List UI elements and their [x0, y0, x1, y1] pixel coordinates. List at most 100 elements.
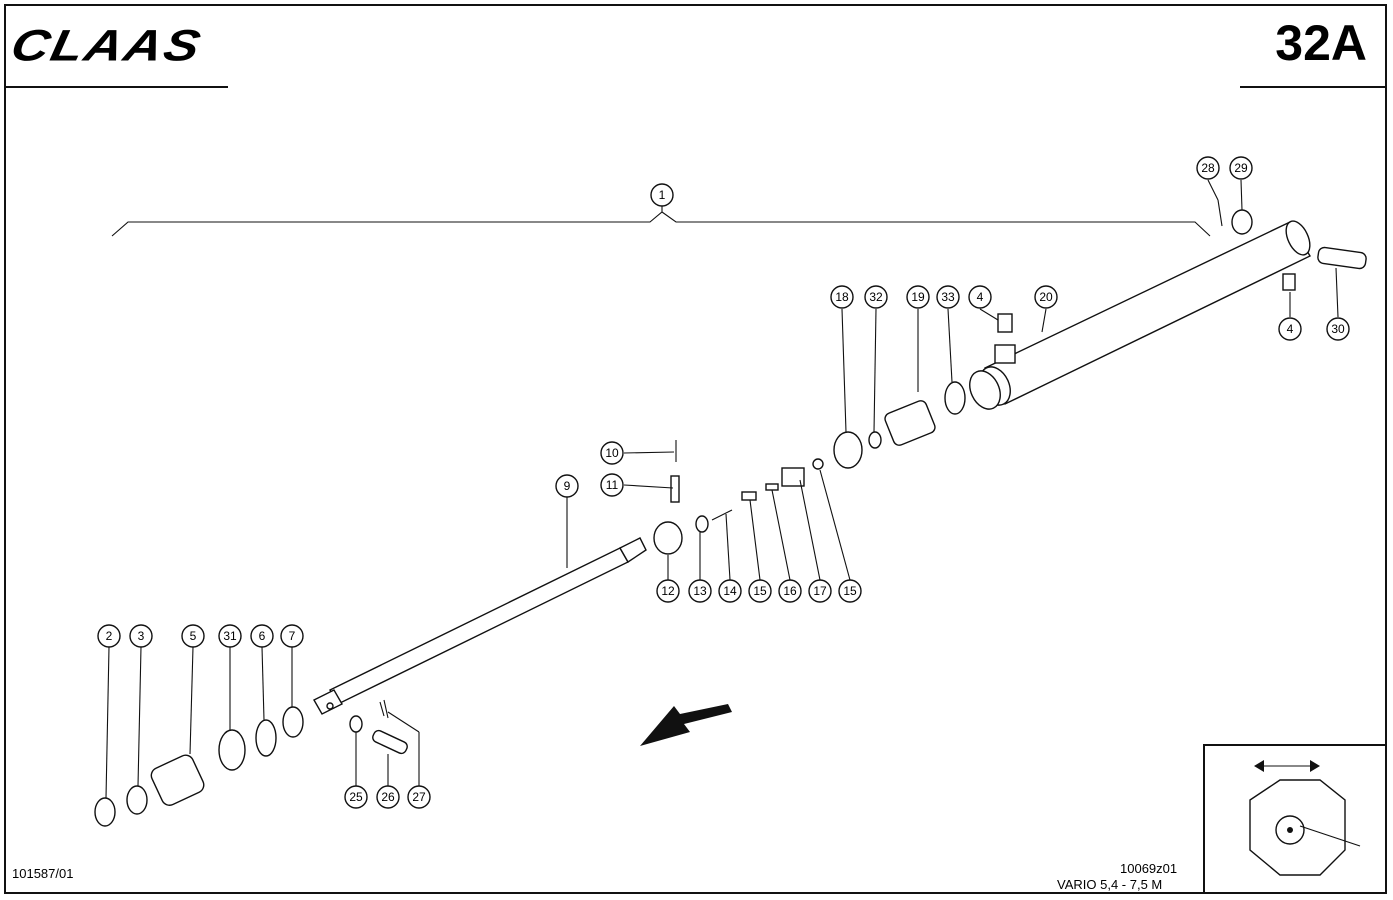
- part-28: [1217, 199, 1223, 227]
- callout-label: 33: [941, 290, 955, 304]
- callout-14: 14: [718, 579, 742, 603]
- leader-lines: [105, 179, 1339, 799]
- callout-18: 18: [830, 285, 854, 309]
- callout-label: 4: [1287, 322, 1294, 336]
- callout-16: 16: [778, 579, 802, 603]
- part-31: [218, 729, 246, 771]
- part-6: [255, 719, 277, 757]
- callout-10: 10: [600, 441, 624, 465]
- part-3: [126, 785, 148, 815]
- callout-28: 28: [1196, 156, 1220, 180]
- inset-sketch: [1249, 760, 1361, 876]
- callout-label: 2: [106, 629, 113, 643]
- callout-19: 19: [906, 285, 930, 309]
- model-label: VARIO 5,4 - 7,5 M: [1057, 877, 1163, 892]
- callout-label: 19: [911, 290, 925, 304]
- callout-label: 31: [223, 629, 237, 643]
- piston-rod: [313, 537, 647, 715]
- logo-underline: [4, 86, 228, 88]
- callout-2: 2: [97, 624, 121, 648]
- callout-30: 30: [1326, 317, 1350, 341]
- part-27: [379, 699, 389, 719]
- callout-5: 5: [181, 624, 205, 648]
- callout-33: 33: [936, 285, 960, 309]
- part-18: [833, 431, 863, 469]
- cylinder-barrel: [969, 220, 1311, 410]
- callout-label: 18: [835, 290, 849, 304]
- callout-27: 27: [407, 785, 431, 809]
- inset-frame: [1203, 744, 1387, 894]
- assembly-bracket: [111, 211, 1211, 237]
- part-19: [884, 400, 936, 446]
- callout-6: 6: [250, 624, 274, 648]
- callout-label: 4: [977, 290, 984, 304]
- callout-label: 32: [869, 290, 883, 304]
- callout-7: 7: [280, 624, 304, 648]
- callout-label: 15: [843, 584, 857, 598]
- callout-label: 12: [661, 584, 675, 598]
- callout-label: 1: [659, 188, 666, 202]
- part-12: [653, 521, 683, 555]
- drawing-number: 10069z01: [1120, 861, 1178, 876]
- callout-12: 12: [656, 579, 680, 603]
- callout-label: 11: [606, 478, 619, 492]
- part-4a: [997, 313, 1013, 333]
- part-15b: [812, 458, 824, 470]
- part-7: [282, 706, 304, 738]
- callout-11: 11: [600, 473, 624, 497]
- part-33: [944, 381, 966, 415]
- part-30: [1317, 246, 1367, 270]
- callout-4: 4: [968, 285, 992, 309]
- callout-label: 25: [349, 790, 363, 804]
- part-15a: [741, 491, 757, 501]
- callout-32: 32: [864, 285, 888, 309]
- callout-label: 20: [1039, 290, 1053, 304]
- callout-29: 29: [1229, 156, 1253, 180]
- callout-label: 15: [753, 584, 767, 598]
- part-11: [670, 475, 680, 503]
- page-frame: [4, 4, 1387, 894]
- callout-label: 10: [605, 446, 619, 460]
- callout-1: 1: [650, 183, 674, 207]
- part-29: [1231, 209, 1253, 235]
- callout-label: 29: [1234, 161, 1248, 175]
- callout-25: 25: [344, 785, 368, 809]
- callout-4: 4: [1278, 317, 1302, 341]
- callout-label: 30: [1331, 322, 1345, 336]
- callout-26: 26: [376, 785, 400, 809]
- small-parts: [94, 199, 1367, 827]
- callout-15: 15: [748, 579, 772, 603]
- direction-arrow: [640, 704, 732, 746]
- callout-label: 17: [813, 584, 827, 598]
- callout-label: 16: [783, 584, 797, 598]
- part-32: [868, 431, 882, 449]
- callout-31: 31: [218, 624, 242, 648]
- callout-label: 26: [381, 790, 395, 804]
- part-5: [150, 754, 205, 806]
- callout-3: 3: [129, 624, 153, 648]
- page-number: 32A: [1275, 15, 1367, 71]
- callout-13: 13: [688, 579, 712, 603]
- callout-label: 6: [259, 629, 266, 643]
- callout-15: 15: [838, 579, 862, 603]
- callout-9: 9: [555, 474, 579, 498]
- document-number: 101587/01: [12, 866, 74, 881]
- part-16: [765, 483, 779, 491]
- callout-17: 17: [808, 579, 832, 603]
- part-4b: [1282, 273, 1296, 291]
- callout-label: 28: [1201, 161, 1215, 175]
- callout-label: 9: [564, 479, 571, 493]
- part-13: [695, 515, 709, 533]
- callout-label: 7: [289, 629, 296, 643]
- callout-label: 27: [412, 790, 426, 804]
- part-26: [372, 729, 408, 755]
- part-25: [349, 715, 363, 733]
- callout-label: 3: [138, 629, 145, 643]
- callout-label: 14: [723, 584, 737, 598]
- callout-20: 20: [1034, 285, 1058, 309]
- part-14: [711, 509, 733, 521]
- page-number-underline: [1240, 86, 1387, 88]
- callout-label: 5: [190, 629, 197, 643]
